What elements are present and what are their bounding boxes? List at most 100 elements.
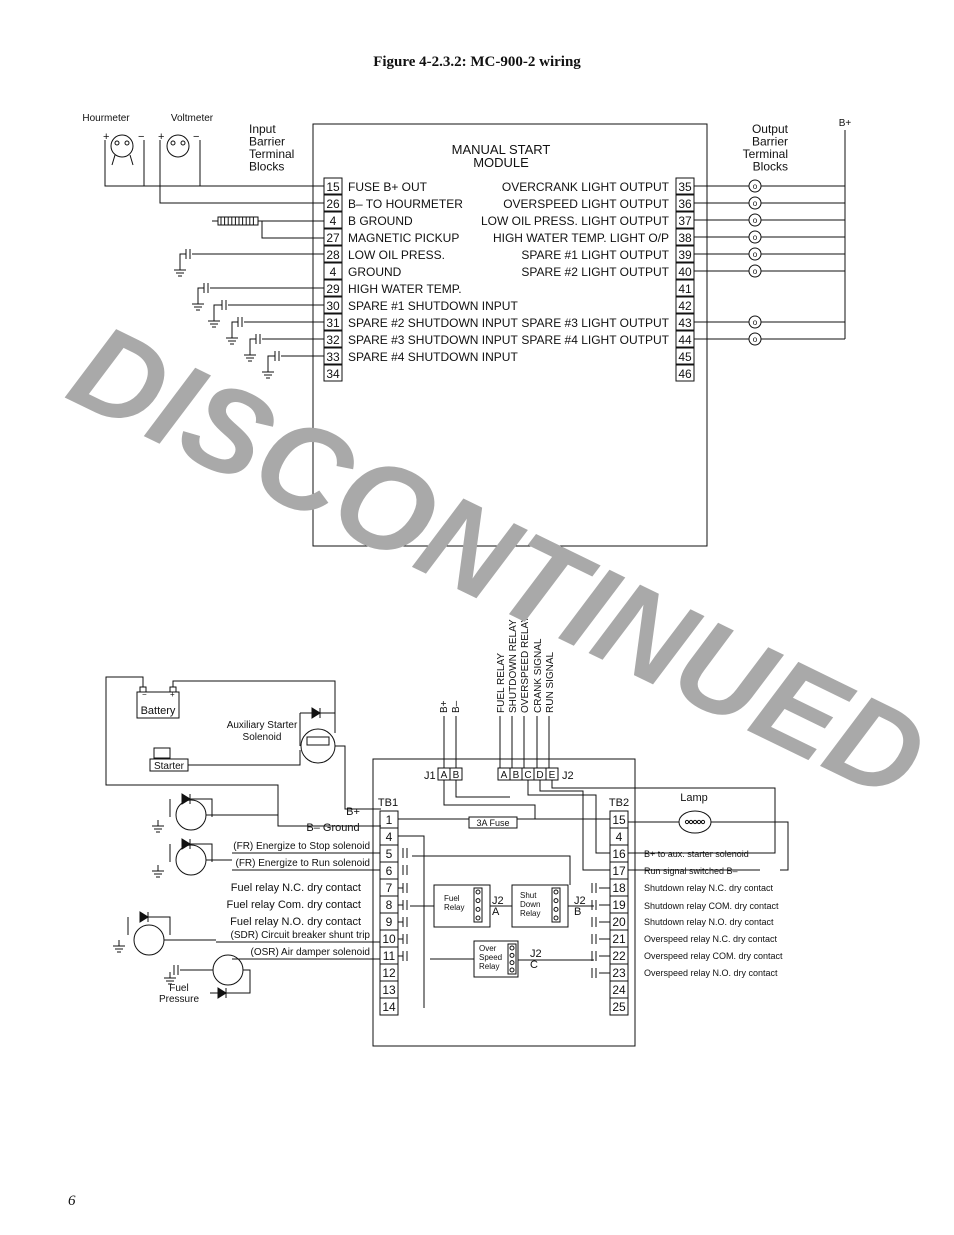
- shutdown-relay-label: Relay: [520, 909, 540, 918]
- j2b-label: B: [574, 906, 581, 918]
- tb2-function-label: Overspeed relay N.O. dry contact: [644, 968, 778, 978]
- terminal-box: [323, 262, 343, 280]
- tb1-function-label: (OSR) Air damper solenoid: [251, 947, 371, 958]
- wire: [443, 780, 536, 819]
- voltmeter-icon: [166, 134, 190, 158]
- aux-starter-label: Auxiliary Starter: [227, 720, 298, 731]
- terminal-dot: [170, 140, 176, 146]
- connector-pin-label: C: [524, 770, 531, 781]
- manual-start-module-box: [312, 123, 708, 547]
- terminal-label: SPARE #1 LIGHT OUTPUT: [521, 248, 669, 262]
- wire: [267, 355, 275, 366]
- terminal-number: 12: [382, 966, 396, 980]
- wire: [190, 843, 213, 862]
- input-barrier-label: Input: [249, 122, 276, 136]
- signal-label: OVERSPEED RELAY: [520, 616, 531, 713]
- signal-label: FUEL RELAY: [496, 653, 507, 713]
- tb2-function-label: B+ to aux. starter solenoid: [644, 849, 749, 859]
- vertical-b-minus: B–: [451, 700, 462, 713]
- voltmeter-label: Voltmeter: [171, 113, 214, 124]
- terminal-label: SPARE #1 SHUTDOWN INPUT: [348, 299, 518, 313]
- terminal-box: [323, 211, 343, 229]
- lamp-icon: [696, 819, 702, 825]
- wire: [190, 798, 213, 817]
- lamp-icon: [700, 819, 706, 825]
- lamp-label: Lamp: [680, 792, 708, 804]
- relay-coil-icon: [553, 898, 559, 904]
- module-title: MANUAL START: [452, 142, 551, 157]
- terminal-number: 6: [386, 864, 393, 878]
- indicator-lamp-icon: o: [753, 199, 758, 208]
- wire: [197, 287, 204, 298]
- terminal-box: [323, 228, 343, 246]
- diode-icon: [139, 911, 149, 923]
- fuel-pressure-label: Fuel: [169, 983, 188, 994]
- indicator-lamp-icon: o: [753, 216, 758, 225]
- terminal-number: 14: [382, 1000, 396, 1014]
- j2b-label: J2: [574, 895, 586, 907]
- wire-battery-plus: [172, 680, 336, 733]
- tb2-function-label: Overspeed relay COM. dry contact: [644, 951, 783, 961]
- wire-hourmeter: [159, 140, 324, 204]
- terminal-box: [675, 296, 695, 314]
- terminal-number: 40: [678, 265, 692, 279]
- relay-coil-icon: [509, 960, 515, 966]
- terminal-label: MAGNETIC PICKUP: [348, 231, 459, 245]
- terminal-label: OVERCRANK LIGHT OUTPUT: [502, 180, 670, 194]
- vertical-b-plus: B+: [439, 700, 450, 713]
- shutdown-relay-label: Shut: [520, 891, 537, 900]
- input-barrier-label: Barrier: [249, 135, 285, 149]
- diode-icon: [217, 987, 227, 999]
- terminal-number: 43: [678, 316, 692, 330]
- terminal-number: 17: [612, 864, 626, 878]
- terminal-number: 27: [326, 231, 340, 245]
- wire-fuse-b-plus: [104, 140, 324, 187]
- signal-label: RUN SIGNAL: [545, 651, 556, 713]
- tb1-label: TB1: [378, 797, 398, 809]
- wire: [455, 780, 510, 798]
- terminal-number: 21: [612, 932, 626, 946]
- terminal-number: 38: [678, 231, 692, 245]
- terminal-number: 39: [678, 248, 692, 262]
- relay-coil-icon: [475, 906, 481, 912]
- relay-coil-icon: [553, 915, 559, 921]
- plus-sign: +: [170, 690, 175, 699]
- terminal-number: 32: [326, 333, 340, 347]
- terminal-number: 4: [330, 265, 337, 279]
- controller-box: [372, 758, 636, 1047]
- terminal-number: 19: [612, 898, 626, 912]
- connector-pin-label: A: [441, 770, 448, 781]
- wire-run: [551, 780, 776, 854]
- output-barrier-label: Terminal: [743, 147, 788, 161]
- wire: [711, 821, 789, 871]
- output-barrier-label: Blocks: [753, 160, 788, 174]
- fuel-relay-label: Relay: [444, 903, 464, 912]
- indicator-lamp-icon: o: [753, 182, 758, 191]
- relay-coil-icon: [475, 898, 481, 904]
- diode-icon: [181, 793, 191, 805]
- connector-pin-label: B: [453, 770, 460, 781]
- terminal-box: [379, 997, 399, 1016]
- magnetic-pickup-icon: [217, 216, 259, 226]
- connector-pin-label: E: [549, 770, 556, 781]
- minus-sign: −: [138, 131, 144, 143]
- aux-starter-solenoid-icon: [300, 728, 336, 764]
- terminal-number: 9: [386, 915, 393, 929]
- wire: [231, 321, 238, 332]
- terminal-number: 33: [326, 350, 340, 364]
- motor-icon: [175, 799, 207, 831]
- j2a-label: A: [492, 906, 500, 918]
- terminal-label: SPARE #4 SHUTDOWN INPUT: [348, 350, 518, 364]
- output-barrier-label: Output: [752, 122, 789, 136]
- aux-starter-label: Solenoid: [243, 732, 282, 743]
- plus-sign: +: [103, 131, 109, 143]
- j2a-label: J2: [492, 895, 504, 907]
- tb1-function-label: Fuel relay Com. dry contact: [227, 899, 362, 911]
- wire: [148, 916, 171, 935]
- terminal-number: 24: [612, 983, 626, 997]
- terminal-number: 29: [326, 282, 340, 296]
- tb2-label: TB2: [609, 797, 629, 809]
- wire: [261, 221, 324, 239]
- terminal-label: SPARE #2 LIGHT OUTPUT: [521, 265, 669, 279]
